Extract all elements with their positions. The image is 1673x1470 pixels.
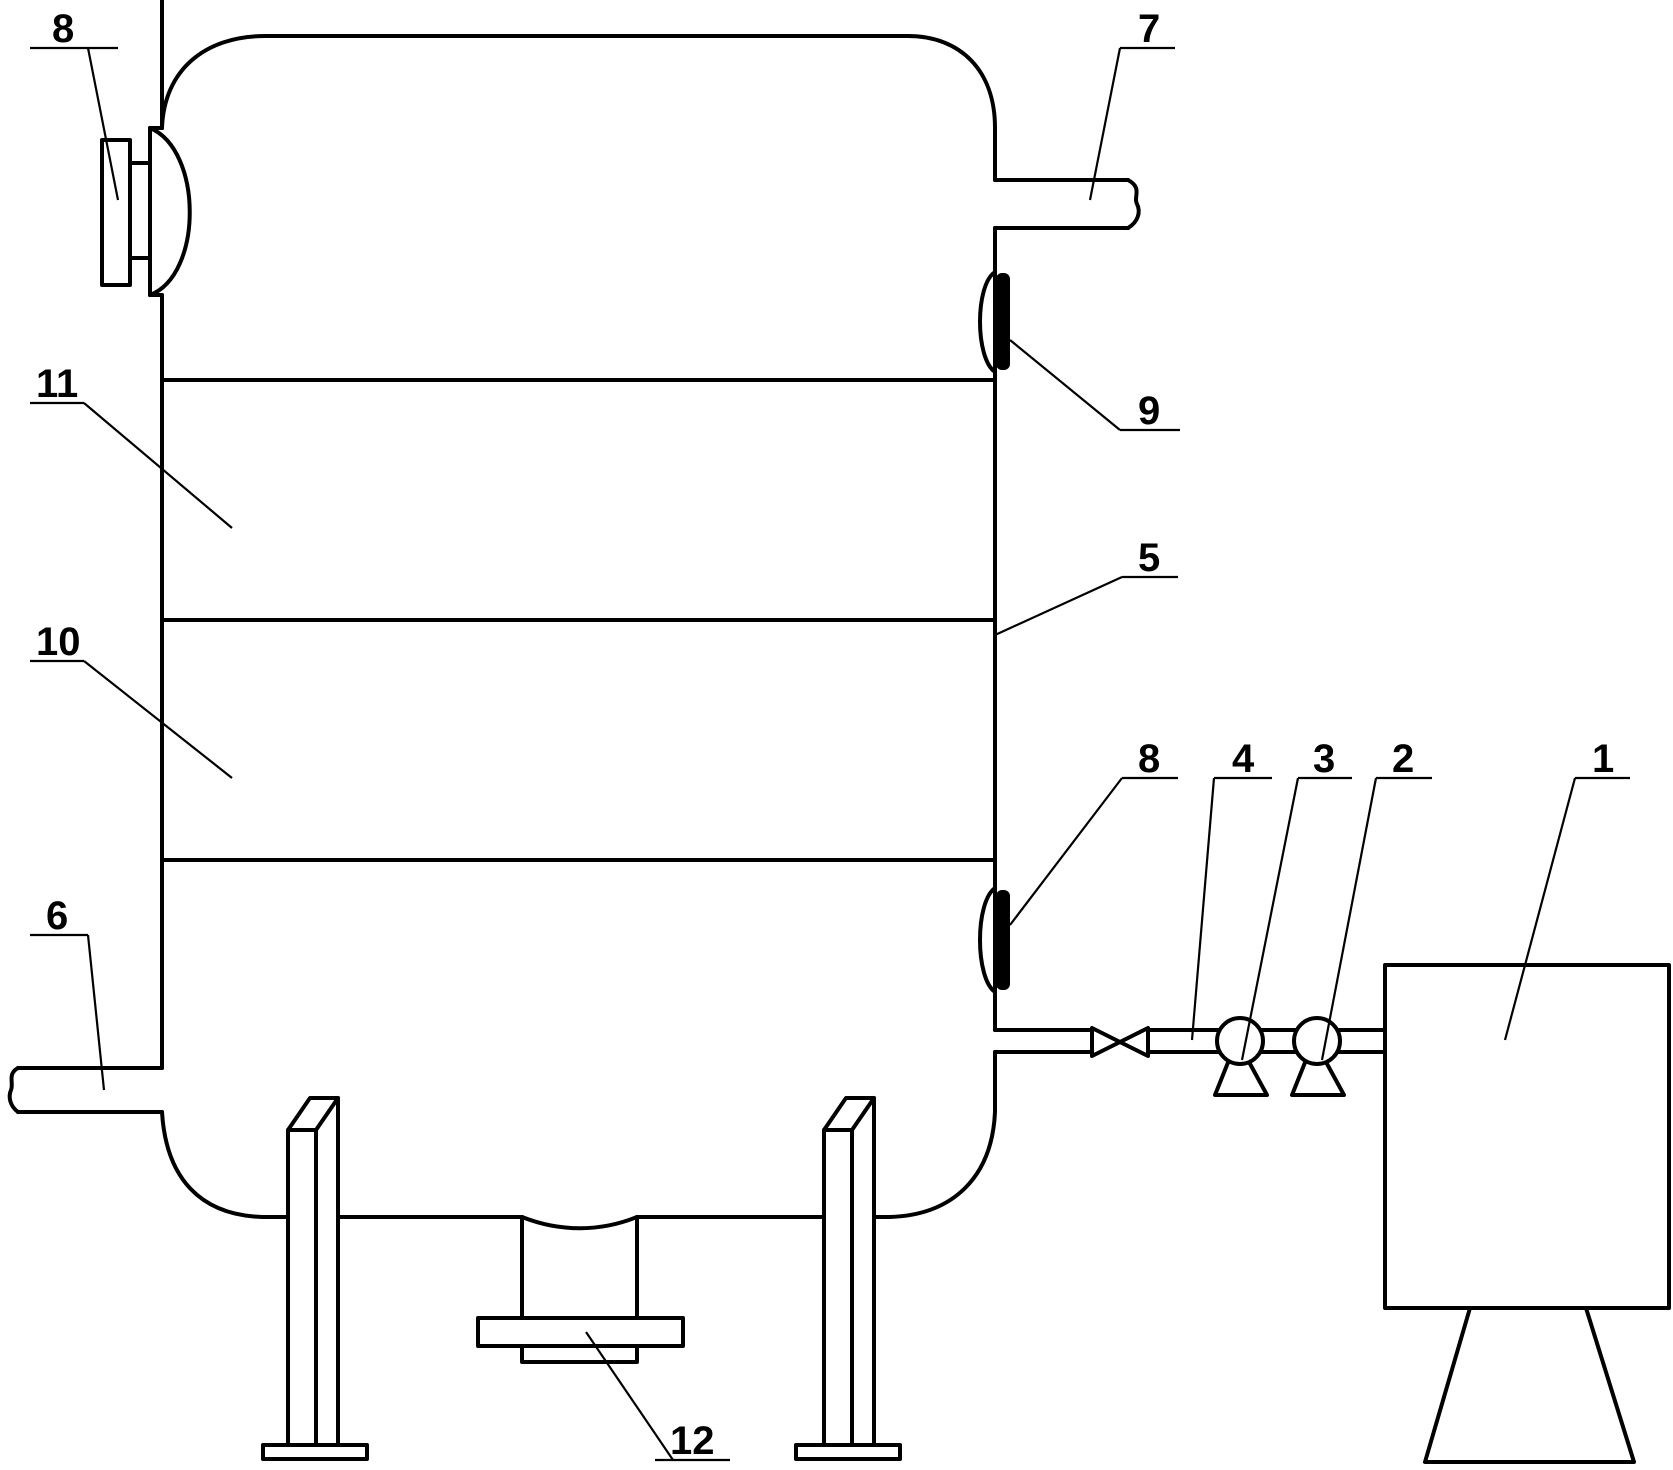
support-leg-left — [261, 1096, 369, 1461]
sight-port-8-right — [978, 886, 1010, 994]
packing-layers — [160, 378, 997, 862]
label-7: 7 — [1138, 7, 1160, 51]
label-10: 10 — [36, 620, 81, 664]
label-12: 12 — [670, 1419, 715, 1463]
label-8-side: 8 — [1138, 737, 1160, 781]
valve-icon — [1090, 1026, 1150, 1058]
top-left-manhole — [100, 126, 192, 297]
label-6: 6 — [46, 894, 68, 938]
bottom-drain — [476, 1215, 685, 1364]
label-3: 3 — [1313, 737, 1335, 781]
pump-2-icon — [1290, 1016, 1346, 1097]
leader-lines — [30, 46, 1630, 1462]
supply-pipe — [993, 1028, 1387, 1054]
label-2: 2 — [1392, 737, 1414, 781]
label-8-top: 8 — [52, 7, 74, 51]
label-4: 4 — [1232, 737, 1255, 781]
supply-tank — [1383, 963, 1671, 1464]
sight-glass-9 — [978, 270, 1010, 374]
part-labels: 8 7 9 11 5 10 8 4 3 2 1 6 12 — [36, 7, 1614, 1463]
label-1: 1 — [1592, 737, 1614, 781]
pump-3-icon — [1213, 1016, 1269, 1097]
label-5: 5 — [1138, 536, 1160, 580]
outlet-pipe — [993, 178, 1141, 230]
inlet-pipe — [7, 1066, 164, 1114]
label-9: 9 — [1138, 389, 1160, 433]
vessel-body — [160, 0, 997, 1219]
label-11: 11 — [36, 362, 78, 406]
support-leg-right — [794, 1096, 902, 1461]
